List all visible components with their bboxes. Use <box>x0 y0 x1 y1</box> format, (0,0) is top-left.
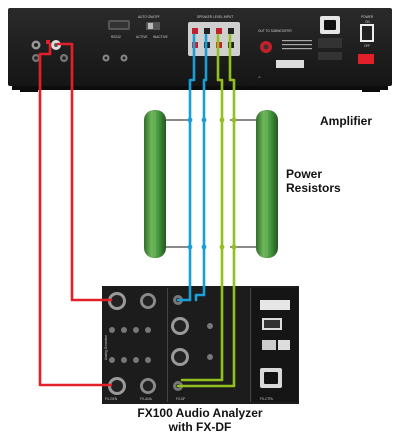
amplifier-label: Amplifier <box>320 114 373 128</box>
power-inlet <box>318 16 342 60</box>
active-label: ACTIVE <box>136 35 148 39</box>
amplifier-unit: RS232 AUTO ON/OFF ACTIVE INACTIVE SPEAKE… <box>8 8 392 92</box>
generator-module: Analog Generator FX-GEN FX-ANA <box>104 292 156 401</box>
analyzer-label-line2: with FX-DF <box>168 420 232 434</box>
fx-ana-label: FX-ANA <box>140 397 153 401</box>
fx-gen-label: FX-GEN <box>105 397 118 401</box>
amp-rca-inputs <box>31 40 68 62</box>
rs232-port: RS232 <box>108 20 130 39</box>
rs232-label: RS232 <box>111 35 121 39</box>
power-resistor-right <box>256 110 278 258</box>
out-subwoofer-label: OUT TO SUBWOOFER <box>258 29 292 33</box>
power-resistors-label-line2: Resistors <box>286 181 341 195</box>
blue-wire-b <box>194 33 208 302</box>
red-wire-outer <box>38 42 113 387</box>
speaker-level-input: SPEAKER LEVEL INPUT <box>188 15 240 56</box>
analyzer-label-line1: FX100 Audio Analyzer <box>137 406 263 420</box>
on-label: ON <box>365 20 370 24</box>
amp-spec-text <box>282 40 312 68</box>
blue-wire-a <box>176 33 196 302</box>
auto-on-off-switch: AUTO ON/OFF ACTIVE INACTIVE <box>136 15 168 39</box>
fx-df-module: FX-DF <box>171 295 213 401</box>
power-resistors-label-line1: Power <box>286 167 323 181</box>
svg-text:⚠: ⚠ <box>258 75 261 79</box>
green-wire-a <box>180 33 224 382</box>
fx-df-label: FX-DF <box>176 397 185 401</box>
speaker-level-input-label: SPEAKER LEVEL INPUT <box>197 15 233 19</box>
power-resistor-left <box>144 110 166 258</box>
wire-junctions <box>187 117 237 250</box>
auto-on-off-label: AUTO ON/OFF <box>138 15 160 19</box>
fx-ctrl-label: FX-CTRL <box>260 397 274 401</box>
inactive-label: INACTIVE <box>153 35 168 39</box>
red-wire-inner <box>56 42 113 302</box>
analyzer-unit: Analog Generator FX-GEN FX-ANA FX-DF FX-… <box>102 286 299 404</box>
green-wire-b <box>176 33 236 388</box>
analog-generator-label: Analog Generator <box>104 334 108 360</box>
off-label: OFF <box>364 44 370 48</box>
fx-ctrl-module: FX-CTRL <box>260 300 290 401</box>
power-switch: POWER ON OFF <box>358 15 374 64</box>
resistor-leads <box>166 119 256 248</box>
power-label: POWER <box>361 15 374 19</box>
